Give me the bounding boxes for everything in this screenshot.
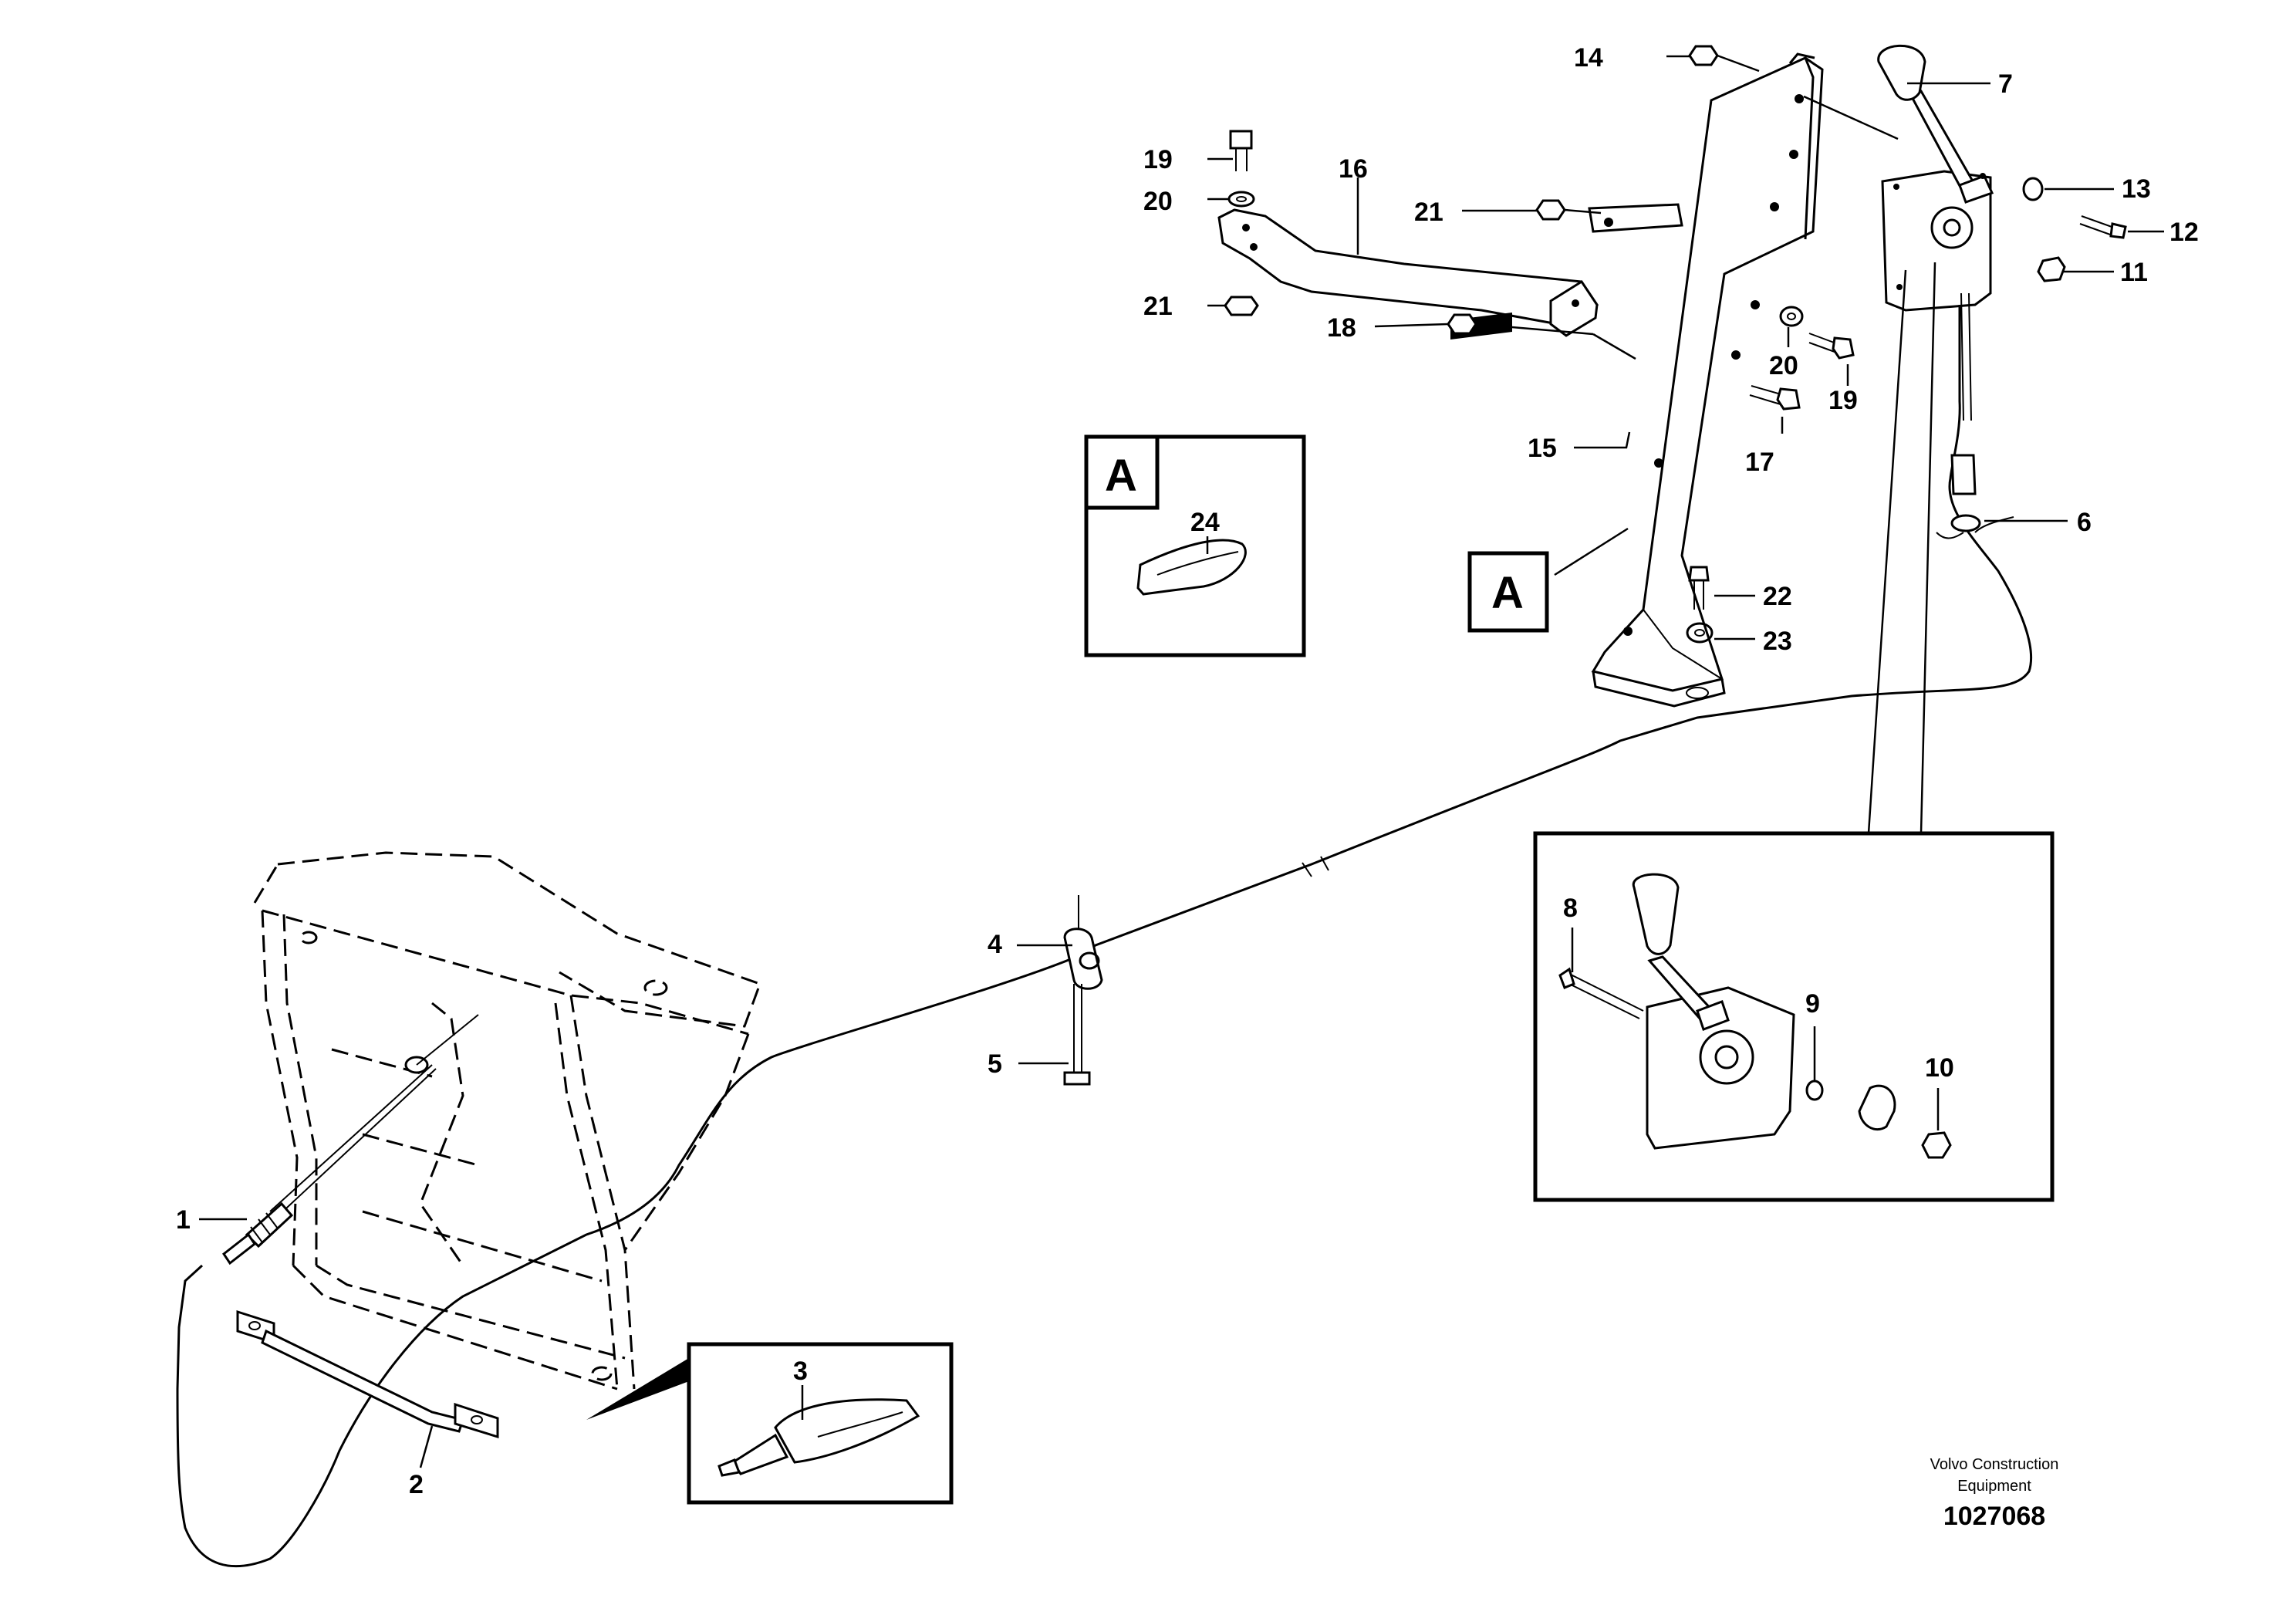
mounting-bracket <box>1591 52 1824 708</box>
callout-8: 8 <box>1563 894 1578 923</box>
control-cable <box>176 292 2033 1568</box>
callout-16: 16 <box>1339 154 1368 184</box>
callout-22: 22 <box>1763 582 1792 611</box>
callout-1: 1 <box>176 1205 191 1235</box>
callout-14: 14 <box>1574 43 1603 73</box>
control-lever-unit <box>1877 44 1994 312</box>
leader-lines <box>199 54 2164 1468</box>
callout-18: 18 <box>1327 313 1356 343</box>
company-name-line2: Equipment <box>1957 1478 2031 1495</box>
callout-19-right: 19 <box>1828 386 1858 415</box>
callout-24: 24 <box>1190 508 1220 537</box>
callout-17: 17 <box>1745 448 1774 477</box>
callout-15: 15 <box>1528 434 1557 463</box>
lever-detail-inset <box>1533 831 2055 1202</box>
callout-23: 23 <box>1763 627 1792 656</box>
callout-numbers: 1 2 3 4 5 6 7 8 9 10 11 12 13 14 15 16 1… <box>176 43 2199 1499</box>
detail-a-pointer-tag <box>1467 551 1549 633</box>
callout-3: 3 <box>793 1357 808 1386</box>
detail-a-inset <box>1084 434 1306 657</box>
housing-outline <box>253 851 761 1391</box>
callout-2: 2 <box>409 1470 424 1499</box>
cable-clamp <box>1063 895 1103 1086</box>
callout-13: 13 <box>2122 174 2151 204</box>
callout-5: 5 <box>988 1049 1002 1079</box>
sealant-inset <box>687 1342 954 1505</box>
callout-21-upper: 21 <box>1414 198 1443 227</box>
callout-20-right: 20 <box>1769 351 1798 380</box>
callout-21-lower: 21 <box>1143 292 1173 321</box>
cable-bracket <box>236 1309 499 1439</box>
callout-10: 10 <box>1925 1053 1954 1083</box>
callout-20-left: 20 <box>1143 187 1173 216</box>
callout-12: 12 <box>2169 218 2199 247</box>
detail-a-inset-label: A <box>1105 451 1137 501</box>
cable-end-fitting <box>221 1064 437 1265</box>
callout-9: 9 <box>1805 989 1820 1019</box>
callout-4: 4 <box>988 930 1002 959</box>
callout-19-left: 19 <box>1143 145 1173 174</box>
footer: Volvo Construction Equipment 1027068 <box>1930 1456 2059 1531</box>
drawing-number: 1027068 <box>1943 1502 2045 1531</box>
callout-11: 11 <box>2120 258 2148 287</box>
hardware <box>1224 45 2127 644</box>
callout-6: 6 <box>2077 508 2092 537</box>
callout-7: 7 <box>1998 69 2013 99</box>
detail-a-pointer-label: A <box>1491 568 1524 618</box>
company-name-line1: Volvo Construction <box>1930 1456 2059 1473</box>
support-arm <box>1217 203 1683 340</box>
